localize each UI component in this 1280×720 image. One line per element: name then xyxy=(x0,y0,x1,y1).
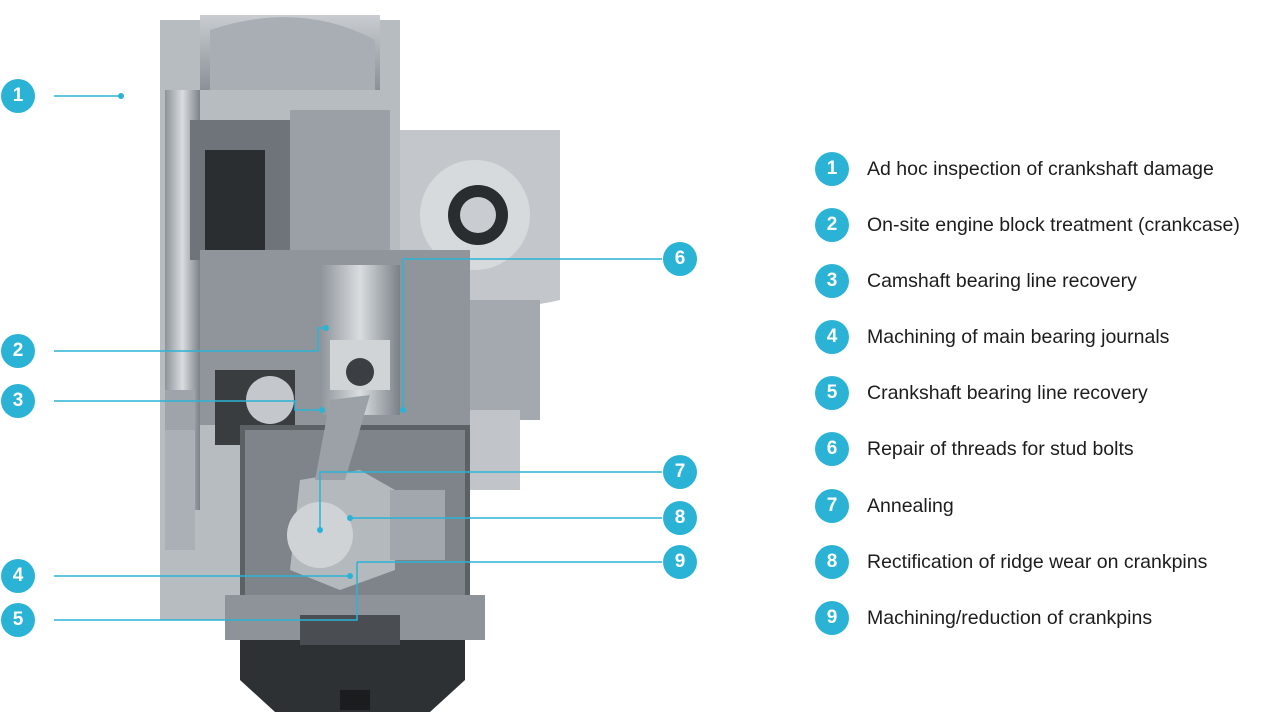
leader-line-6 xyxy=(402,258,662,410)
callout-leader-lines xyxy=(54,95,662,621)
leader-line-2 xyxy=(54,327,326,352)
callout-badge-1[interactable]: 1 xyxy=(1,79,35,113)
legend-badge: 4 xyxy=(815,320,849,354)
legend-badge: 7 xyxy=(815,489,849,523)
legend-item: 1 Ad hoc inspection of crankshaft damage xyxy=(815,152,1214,186)
legend-badge: 6 xyxy=(815,432,849,466)
legend-item: 8 Rectification of ridge wear on crankpin… xyxy=(815,545,1207,579)
callout-badge-3[interactable]: 3 xyxy=(1,384,35,418)
callout-badge-5[interactable]: 5 xyxy=(1,603,35,637)
legend-item: 4 Machining of main bearing journals xyxy=(815,320,1169,354)
legend-badge: 5 xyxy=(815,376,849,410)
callout-badge-9[interactable]: 9 xyxy=(663,545,697,579)
legend-label: Machining/reduction of crankpins xyxy=(867,606,1153,629)
legend-badge: 9 xyxy=(815,601,849,635)
legend-badge: 8 xyxy=(815,545,849,579)
legend-label: Repair of threads for stud bolts xyxy=(867,437,1134,460)
legend-item: 2 On-site engine block treatment (crankca… xyxy=(815,208,1240,242)
legend-item: 3 Camshaft bearing line recovery xyxy=(815,264,1137,298)
callout-endpoints xyxy=(118,93,406,579)
legend-label: Annealing xyxy=(867,494,954,517)
legend-badge: 2 xyxy=(815,208,849,242)
legend-label: Crankshaft bearing line recovery xyxy=(867,381,1148,404)
legend-item: 6 Repair of threads for stud bolts xyxy=(815,432,1134,466)
leader-line-7 xyxy=(319,471,662,530)
leader-line-5 xyxy=(54,562,358,621)
legend-label: On-site engine block treatment (crankcas… xyxy=(867,213,1240,236)
legend-badge: 1 xyxy=(815,152,849,186)
legend-label: Ad hoc inspection of crankshaft damage xyxy=(867,157,1214,180)
legend-badge: 3 xyxy=(815,264,849,298)
engine-body xyxy=(160,15,560,712)
callout-badge-6[interactable]: 6 xyxy=(663,242,697,276)
callout-badge-2[interactable]: 2 xyxy=(1,334,35,368)
leader-line-3 xyxy=(54,400,322,411)
callout-badge-4[interactable]: 4 xyxy=(1,559,35,593)
legend-label: Machining of main bearing journals xyxy=(867,325,1170,348)
legend-item: 9 Machining/reduction of crankpins xyxy=(815,601,1152,635)
legend-item: 7 Annealing xyxy=(815,489,954,523)
legend-item: 5 Crankshaft bearing line recovery xyxy=(815,376,1148,410)
callout-badge-7[interactable]: 7 xyxy=(663,455,697,489)
callout-badge-8[interactable]: 8 xyxy=(663,501,697,535)
legend-label: Rectification of ridge wear on crankpins xyxy=(867,550,1208,573)
legend-label: Camshaft bearing line recovery xyxy=(867,269,1137,292)
